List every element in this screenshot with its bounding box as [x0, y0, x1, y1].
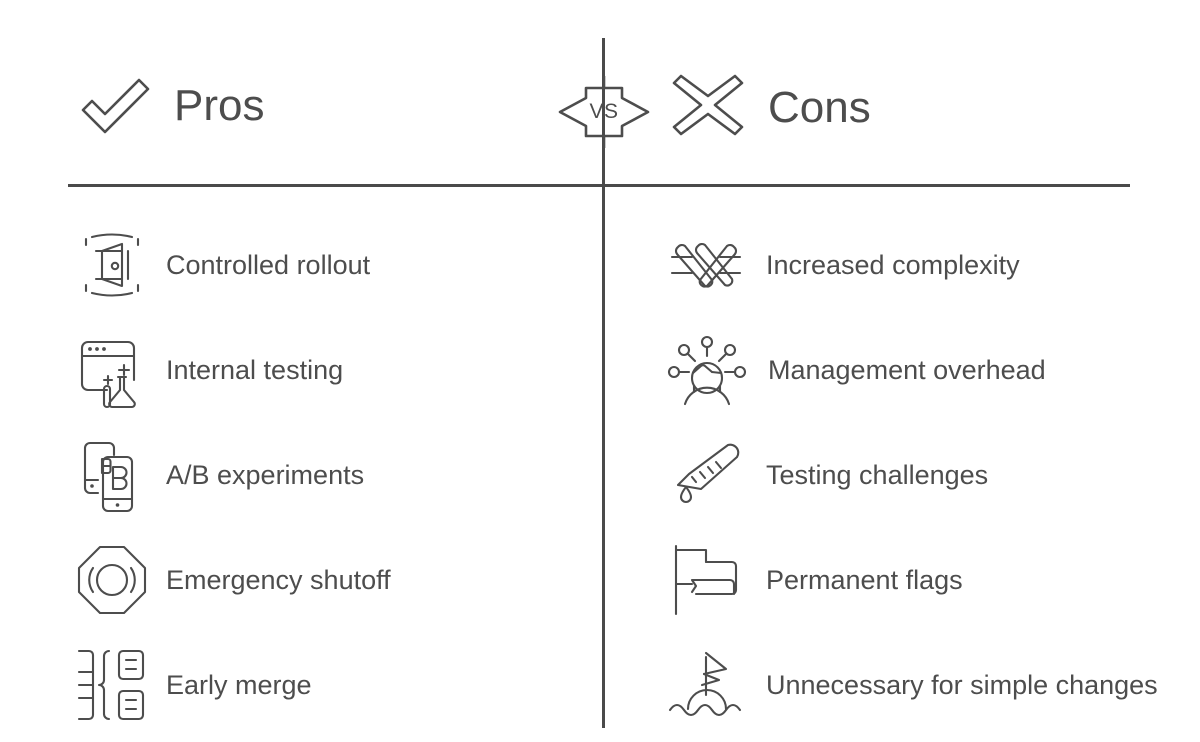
pros-header: Pros: [78, 72, 264, 139]
buoy-waves-icon: [668, 647, 744, 723]
branch-merge-icon: [74, 647, 150, 723]
list-item-label: Internal testing: [166, 354, 344, 385]
vs-arrows-icon: [558, 76, 650, 148]
list-item-label: Testing challenges: [766, 459, 989, 490]
list-item[interactable]: Controlled rollout: [74, 212, 574, 317]
horizontal-divider: [68, 184, 1130, 187]
list-item[interactable]: A/B experiments: [74, 422, 574, 527]
list-item-label: Emergency shutoff: [166, 564, 391, 595]
vs-badge: VS: [556, 76, 652, 148]
vs-label: VS: [589, 100, 619, 123]
pros-list: Controlled rollout Internal testing: [74, 212, 574, 737]
list-item-label: A/B experiments: [166, 459, 365, 490]
tangled-knot-icon: [668, 227, 744, 303]
list-item[interactable]: Testing challenges: [668, 422, 1168, 527]
browser-flask-icon: [74, 332, 150, 408]
cons-heading: Cons: [768, 82, 871, 132]
list-item[interactable]: Management overhead: [667, 317, 1168, 422]
list-item-label: Early merge: [166, 669, 312, 700]
double-flag-icon: [668, 542, 744, 618]
list-item[interactable]: Internal testing: [74, 317, 574, 422]
cons-list: Increased complexity Managemen: [667, 212, 1168, 737]
list-item-label: Controlled rollout: [166, 249, 371, 280]
list-item[interactable]: Permanent flags: [668, 527, 1168, 632]
list-item[interactable]: Unnecessary for simple changes: [668, 632, 1168, 737]
pipette-drop-icon: [668, 437, 744, 513]
cross-x-icon: [670, 72, 746, 143]
pros-heading: Pros: [174, 80, 265, 130]
list-item[interactable]: Emergency shutoff: [74, 527, 574, 632]
vertical-divider: [602, 38, 605, 728]
list-item-label: Management overhead: [768, 354, 1046, 385]
door-gate-icon: [74, 227, 150, 303]
list-item[interactable]: Increased complexity: [668, 212, 1168, 317]
ab-phones-icon: [74, 437, 150, 513]
list-item-label: Increased complexity: [766, 249, 1020, 280]
person-network-icon: [667, 332, 747, 408]
octagon-stop-icon: [74, 542, 150, 618]
checkmark-icon: [78, 72, 152, 139]
cons-header: Cons: [670, 72, 871, 143]
list-item-label: Unnecessary for simple changes: [766, 669, 1158, 700]
list-item[interactable]: Early merge: [74, 632, 574, 737]
list-item-label: Permanent flags: [766, 564, 963, 595]
